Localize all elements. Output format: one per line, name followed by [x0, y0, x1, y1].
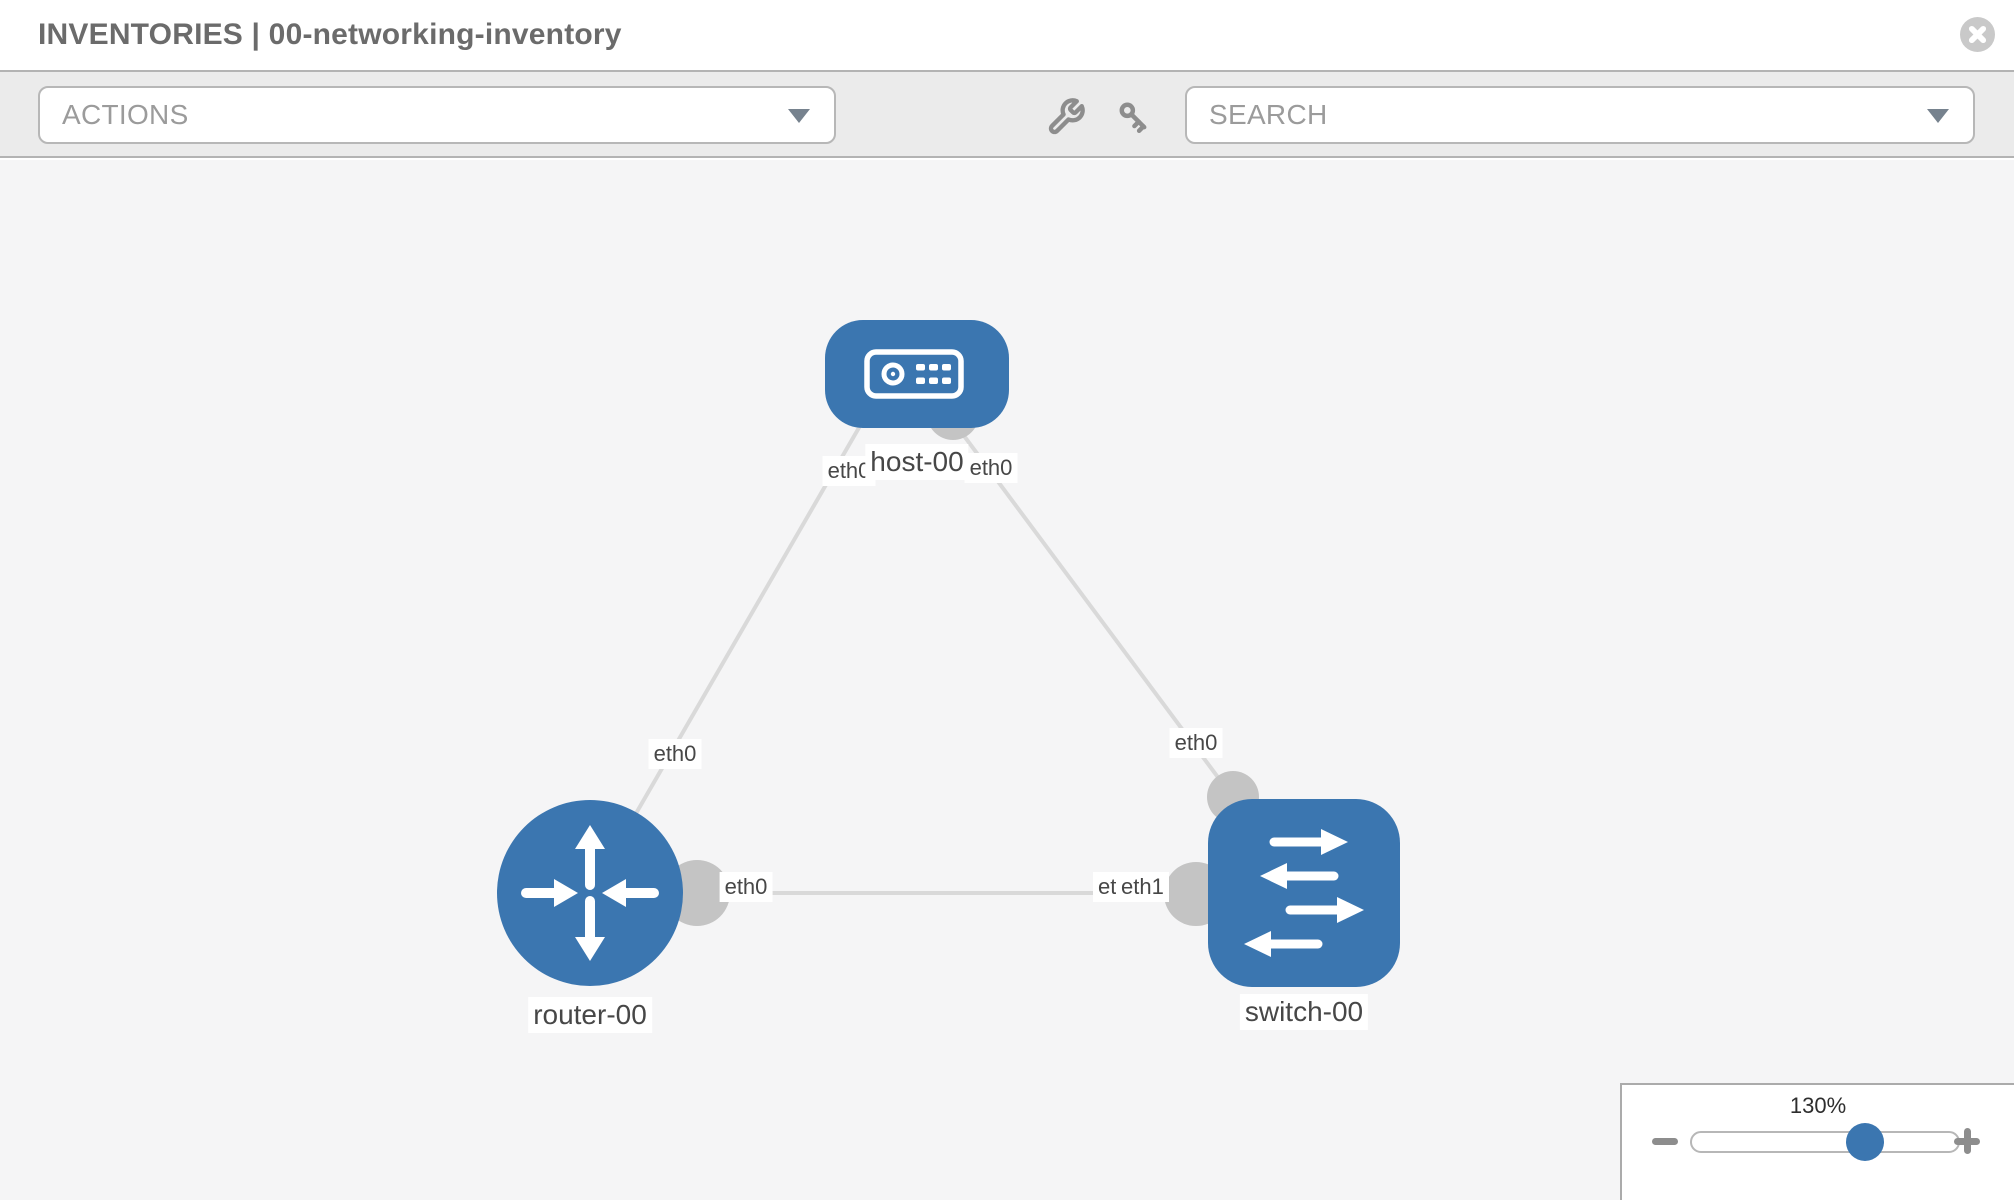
header: INVENTORIES | 00-networking-inventory: [0, 0, 2014, 72]
host-device-icon: [864, 349, 964, 399]
toolbar: ACTIONS SEARCH: [0, 72, 2014, 158]
configure-button[interactable]: [1046, 97, 1086, 137]
search-dropdown[interactable]: SEARCH: [1185, 86, 1975, 144]
credentials-button[interactable]: [1114, 97, 1154, 137]
interface-label: eth1: [1116, 872, 1169, 902]
switch-arrows-icon: [1244, 829, 1364, 957]
key-icon: [1119, 102, 1147, 133]
close-icon: [1968, 25, 1987, 44]
zoom-level: 130%: [1789, 1093, 1847, 1118]
zoom-slider-track[interactable]: [1690, 1123, 1960, 1161]
interface-label: eth0: [964, 453, 1018, 483]
router-arrows-icon: [521, 825, 659, 961]
wrench-icon: [1048, 98, 1085, 135]
search-dropdown-label: SEARCH: [1209, 99, 1328, 130]
interface-label: eth0: [1169, 728, 1223, 758]
node-label-router: router-00: [528, 997, 652, 1033]
page-title: INVENTORIES | 00-networking-inventory: [38, 18, 622, 51]
minus-icon: [1652, 1138, 1678, 1145]
caret-down-icon: [788, 109, 810, 123]
zoom-in-button[interactable]: [1947, 1121, 1987, 1161]
node-host[interactable]: [825, 320, 1009, 428]
actions-dropdown-label: ACTIONS: [62, 99, 189, 130]
zoom-out-button[interactable]: [1645, 1121, 1685, 1161]
topology-canvas[interactable]: eth0 eth0 eth0 eth0 eth0 eth0 eth1 host-…: [0, 160, 2014, 1200]
interface-label: eth0: [719, 872, 773, 902]
close-button[interactable]: [1960, 17, 1995, 52]
interface-label: eth0: [648, 739, 702, 769]
topology-graph: [497, 320, 1400, 987]
zoom-panel: 130%: [1620, 1083, 2014, 1200]
actions-dropdown[interactable]: ACTIONS: [38, 86, 836, 144]
node-label-host: host-00: [865, 444, 969, 480]
zoom-slider-thumb[interactable]: [1846, 1123, 1884, 1161]
node-label-switch: switch-00: [1239, 994, 1369, 1030]
node-router[interactable]: [497, 800, 683, 986]
node-switch[interactable]: [1208, 799, 1400, 987]
plus-icon: [1964, 1128, 1971, 1154]
caret-down-icon: [1927, 109, 1949, 123]
